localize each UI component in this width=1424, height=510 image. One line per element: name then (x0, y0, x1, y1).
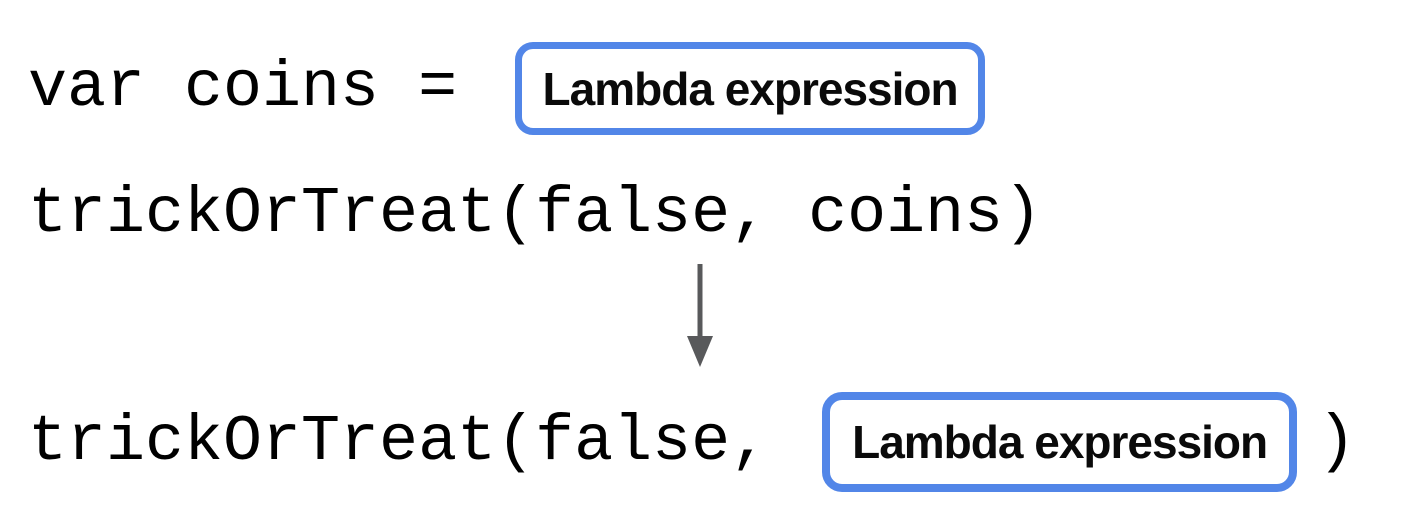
lambda-expression-pill-label: Lambda expression (852, 416, 1268, 468)
code-line-trickortreat-lambda: trickOrTreat(false, Lambda expression ) (28, 392, 1356, 492)
code-line-var-coins: var coins = Lambda expression (28, 40, 986, 137)
code-text-var-coins: var coins = (28, 51, 458, 125)
code-text-closing-paren: ) (1317, 404, 1357, 479)
code-line-trickortreat-coins: trickOrTreat(false, coins) (28, 166, 1042, 262)
lambda-expression-pill-argument: Lambda expression (822, 392, 1298, 492)
code-text-trickortreat-coins: trickOrTreat(false, coins) (28, 176, 1043, 251)
down-arrow-icon (687, 264, 713, 367)
code-text-trickortreat-before: trickOrTreat(false, (28, 404, 770, 479)
lambda-expression-pill-label: Lambda expression (542, 62, 959, 115)
lambda-expression-pill-assignment: Lambda expression (515, 42, 986, 135)
